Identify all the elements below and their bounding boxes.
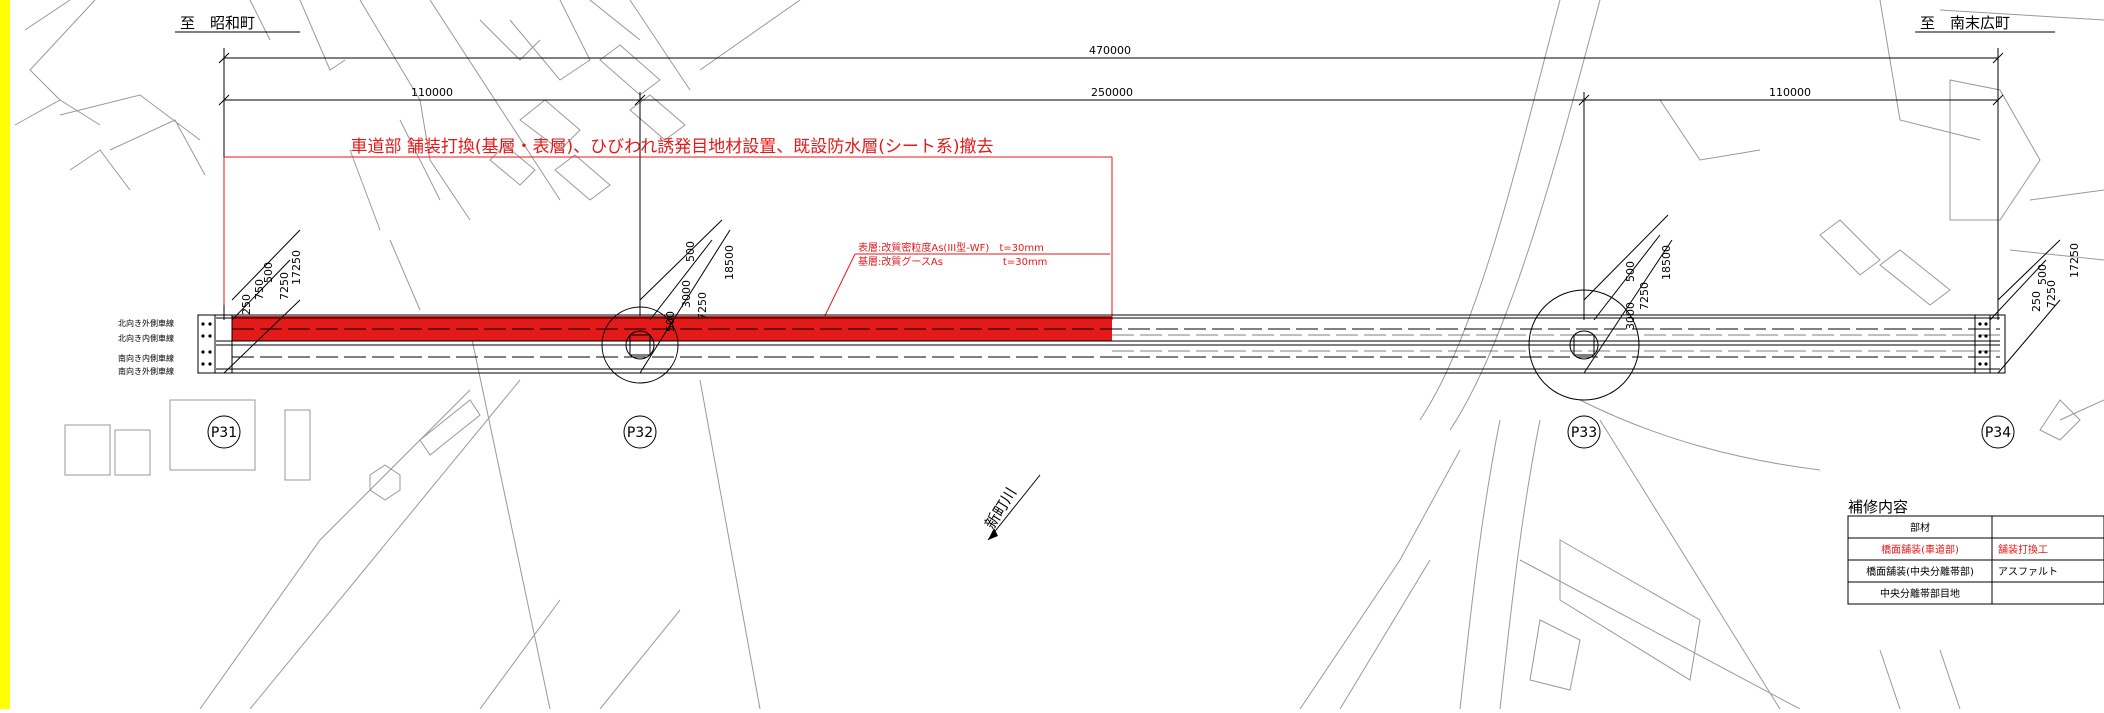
pier-label-p31: P31	[207, 415, 241, 449]
repair-row1-member: 橋面舗装(車道部)	[1881, 543, 1959, 556]
bridge-deck	[197, 314, 2006, 374]
p34-dim-2: 7250	[2045, 280, 2058, 308]
direction-left-label: 至 昭和町	[180, 14, 255, 32]
p33-dim-0: 500	[1624, 261, 1637, 282]
lane-label-1: 北向き外側車線	[118, 318, 174, 328]
direction-right-label: 至 南末広町	[1920, 14, 2010, 32]
p32-dim-3: 18500	[723, 245, 736, 280]
repair-row2-method: アスファルト	[1998, 567, 2058, 578]
repair-table-title: 補修内容	[1848, 498, 1908, 516]
pavement-note-line2: 基層:改質グースAs t=30mm	[858, 255, 1047, 268]
p32-dim-4: 500	[664, 311, 677, 332]
p34-dim-0: 500	[2036, 264, 2049, 285]
lane-label-3: 南向き内側車線	[118, 353, 174, 363]
background-map	[14, 0, 2104, 710]
repair-row2-member: 橋面舗装(中央分離帯部)	[1866, 565, 1974, 578]
p31-dim-0: 500	[262, 262, 275, 283]
p33-dim-1: 3000	[1624, 302, 1637, 330]
pavement-note-line1: 表層:改質密粒度As(III型-WF) t=30mm	[858, 241, 1044, 254]
p31-dim-4: 17250	[290, 250, 303, 285]
work-extent-marker	[223, 156, 1113, 320]
p34-dim-3: 17250	[2068, 243, 2081, 278]
repair-header-member: 部材	[1910, 521, 1930, 534]
river-arrowhead	[988, 528, 998, 540]
river-arrow	[987, 474, 1041, 541]
p34-dim-1: 250	[2030, 291, 2043, 312]
dimension-span1: 110000	[411, 86, 453, 99]
p32-dim-0: 500	[684, 241, 697, 262]
p33-dim-3: 18500	[1660, 245, 1673, 280]
p32-dim-2: 7250	[696, 292, 709, 320]
p31-dim-2: 250	[240, 294, 253, 315]
pier-label-p34: P34	[1981, 415, 2015, 449]
pier-dim-labels-p32: 500 3000 7250 18500 500	[664, 241, 736, 332]
pier-dim-labels-p34: 500 250 7250 17250	[2030, 243, 2081, 312]
p31-dim-3: 7250	[278, 272, 291, 300]
pier-structures	[223, 214, 2061, 401]
frame-border	[0, 0, 10, 709]
pier-label-p32-text: P32	[627, 425, 653, 441]
p31-dim-1: 750	[253, 279, 266, 300]
pier-label-p33-text: P33	[1571, 425, 1597, 441]
pier-dim-labels-p33: 500 3000 7250 18500	[1624, 245, 1673, 330]
p32-dim-1: 3000	[680, 280, 693, 308]
repair-row3-member: 中央分離帯部目地	[1880, 587, 1960, 600]
work-title: 車道部 舗装打換(基層・表層)、ひびわれ誘発目地材設置、既設防水層(シート系)撤…	[350, 137, 993, 157]
repair-table: 補修内容 部材 橋面舗装(車道部) 舗装打換工 橋面舗装(中央分離帯部) アスフ…	[1847, 498, 2104, 605]
dimension-span3: 110000	[1769, 86, 1811, 99]
river-label: 新町川	[981, 484, 1020, 532]
pier-label-p31-text: P31	[211, 425, 237, 441]
pier-label-p34-text: P34	[1985, 425, 2011, 441]
pier-label-p32: P32	[623, 415, 657, 449]
lane-label-2: 北向き内側車線	[118, 333, 174, 343]
dimension-span2: 250000	[1091, 86, 1133, 99]
repair-row1-method: 舗装打換工	[1998, 543, 2048, 556]
dimension-total: 470000	[1089, 44, 1131, 57]
pier-dim-labels-p31: 500 750 250 7250 17250	[240, 250, 303, 315]
p33-dim-2: 7250	[1638, 282, 1651, 310]
pier-label-p33: P33	[1567, 415, 1601, 449]
lane-label-4: 南向き外側車線	[118, 366, 174, 376]
